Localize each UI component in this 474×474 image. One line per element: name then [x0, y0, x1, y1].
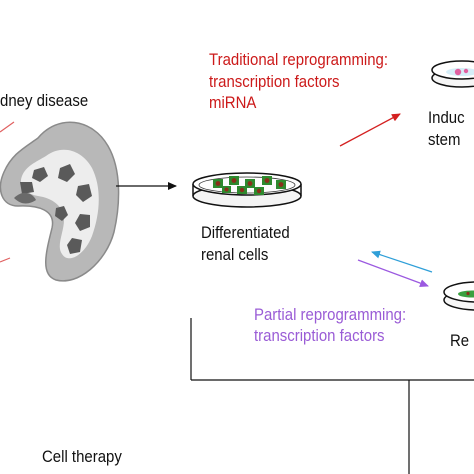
kidney-disease-label: dney disease — [0, 91, 89, 110]
traditional-reprogramming-label: Traditional reprogramming: — [209, 50, 389, 69]
traditional-reprogramming-arrow — [339, 113, 401, 147]
partial-cell-dish-icon — [443, 281, 474, 311]
partial-factors-label: transcription factors — [254, 326, 385, 345]
kidney-icon — [0, 121, 120, 282]
partial-reprogramming-arrow — [357, 259, 429, 287]
kidney-edge-mark — [0, 257, 11, 263]
differentiated-label-line2: renal cells — [201, 245, 269, 264]
traditional-factors-label: transcription factors — [209, 72, 340, 91]
cell-therapy-label: Cell therapy — [42, 447, 122, 466]
partial-reprogramming-label: Partial reprogramming: — [254, 305, 407, 324]
induced-stem-label-line2: stem — [428, 130, 461, 149]
kidney-edge-mark — [0, 121, 15, 133]
renal-cells — [213, 176, 286, 195]
dedifferentiation-arrow — [371, 250, 433, 273]
induced-stem-label-line1: Induc — [428, 108, 465, 127]
stem-cell-dish-icon — [431, 60, 474, 88]
renal-partial-label: Re — [450, 331, 470, 350]
traditional-mirna-label: miRNA — [209, 93, 257, 112]
differentiated-label-line1: Differentiated — [201, 223, 290, 242]
